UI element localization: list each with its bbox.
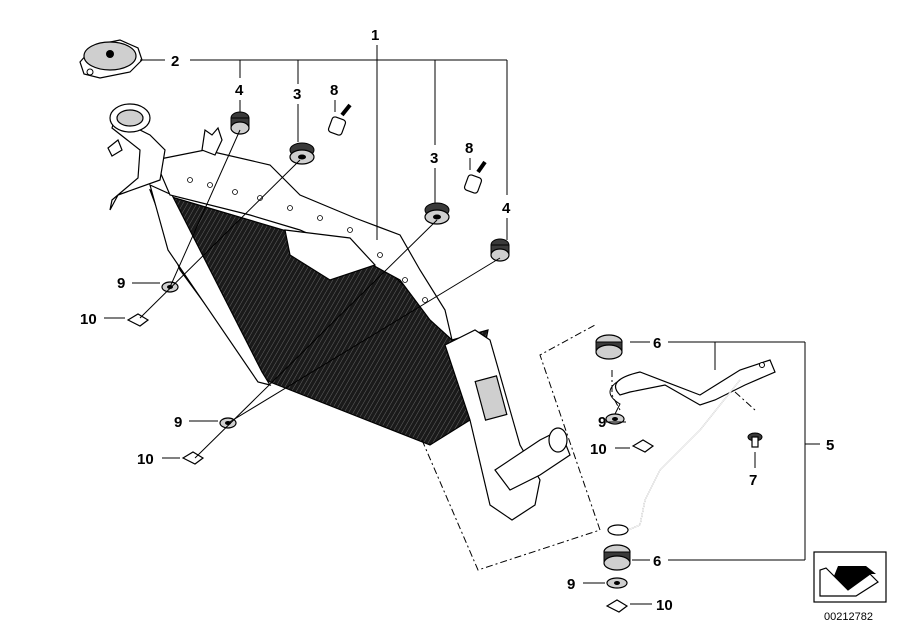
overflow-spout	[107, 139, 123, 157]
next-view-arrow-icon	[819, 566, 879, 597]
right-tank-boss	[474, 375, 508, 421]
callout-10a: 10	[80, 311, 97, 328]
grommet-3b	[424, 202, 450, 225]
radiator	[107, 103, 571, 521]
view-reference-box	[813, 551, 887, 603]
rubber-grommet-4a	[230, 111, 250, 135]
callout-1: 1	[371, 27, 379, 44]
bolt-7	[747, 432, 763, 448]
callouts: 1 2 4 3 8 8 3 4 9 10 9 10 6 9 10 5 7 6 9…	[80, 27, 834, 614]
document-number: 00212782	[824, 611, 873, 623]
clip-10a	[126, 313, 150, 327]
callout-3b: 3	[430, 150, 438, 167]
pin-8b	[463, 160, 487, 194]
grommet-6b	[603, 544, 631, 571]
rubber-grommet-4b	[490, 238, 510, 262]
callout-3a: 3	[293, 86, 301, 103]
callout-9a: 9	[117, 275, 125, 292]
callout-4b: 4	[502, 200, 511, 217]
leader-lines	[104, 45, 820, 605]
radiator-top-rail	[154, 149, 454, 342]
callout-8b: 8	[465, 140, 473, 157]
bracket-assembly	[607, 359, 776, 536]
clip-10b	[181, 451, 205, 465]
callout-6b: 6	[653, 553, 661, 570]
callout-8a: 8	[330, 82, 338, 99]
grommet-6a	[595, 334, 623, 360]
frame-bolts	[187, 177, 428, 303]
callout-6a: 6	[653, 335, 661, 352]
callout-5: 5	[826, 437, 834, 454]
clip-10c	[631, 439, 655, 453]
callout-9b: 9	[174, 414, 182, 431]
radiator-plate	[284, 229, 377, 281]
mounting-tab	[201, 126, 223, 156]
grommet-3a	[289, 142, 315, 165]
callout-2: 2	[171, 53, 179, 70]
callout-9c: 9	[598, 414, 606, 431]
clip-10d	[605, 599, 629, 613]
callout-9d: 9	[567, 576, 575, 593]
callout-7: 7	[749, 472, 757, 489]
radiator-cap	[79, 39, 143, 79]
callout-10d: 10	[656, 597, 673, 614]
callout-4a: 4	[235, 82, 244, 99]
callout-10c: 10	[590, 441, 607, 458]
callout-10b: 10	[137, 451, 154, 468]
pin-8a	[327, 103, 352, 136]
washer-9d	[606, 577, 628, 589]
